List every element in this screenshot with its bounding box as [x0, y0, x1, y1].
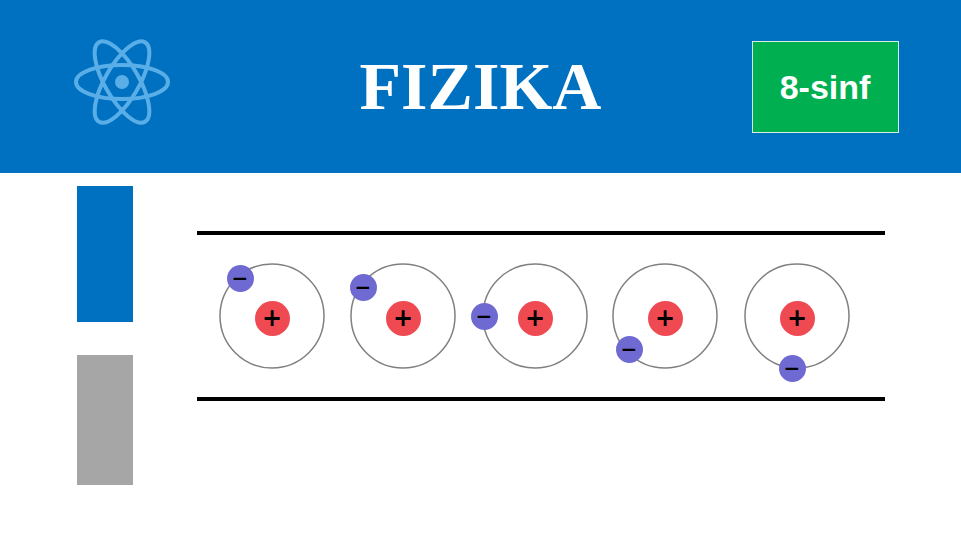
node-text: −	[232, 266, 249, 290]
node-text: +	[655, 304, 675, 332]
node-text: −	[355, 275, 372, 299]
node-text: 8-sinf	[780, 68, 871, 107]
grade-badge: 8-sinf	[752, 41, 899, 133]
nucleus: +	[518, 301, 553, 336]
orbits	[220, 264, 849, 368]
node-text: −	[476, 304, 493, 328]
electron: −	[471, 303, 498, 330]
header-band	[0, 0, 961, 173]
node-text: +	[262, 304, 282, 332]
nucleus: +	[780, 301, 815, 336]
electron: −	[350, 274, 377, 301]
node-text: −	[621, 337, 638, 361]
blue-bar	[77, 186, 133, 322]
node-text: +	[787, 304, 807, 332]
conductor-wall	[197, 397, 885, 401]
nucleus: +	[386, 301, 421, 336]
nucleus: +	[648, 301, 683, 336]
electron: −	[616, 336, 643, 363]
nucleus: +	[255, 301, 290, 336]
conductor-wall	[197, 231, 885, 235]
node-text: +	[525, 304, 545, 332]
atom-icon	[76, 34, 168, 131]
node-text: −	[784, 356, 801, 380]
electron: −	[227, 265, 254, 292]
gray-bar	[77, 355, 133, 485]
node-text: +	[393, 304, 413, 332]
title-text: FIZIKA	[360, 47, 602, 126]
electron: −	[779, 355, 806, 382]
